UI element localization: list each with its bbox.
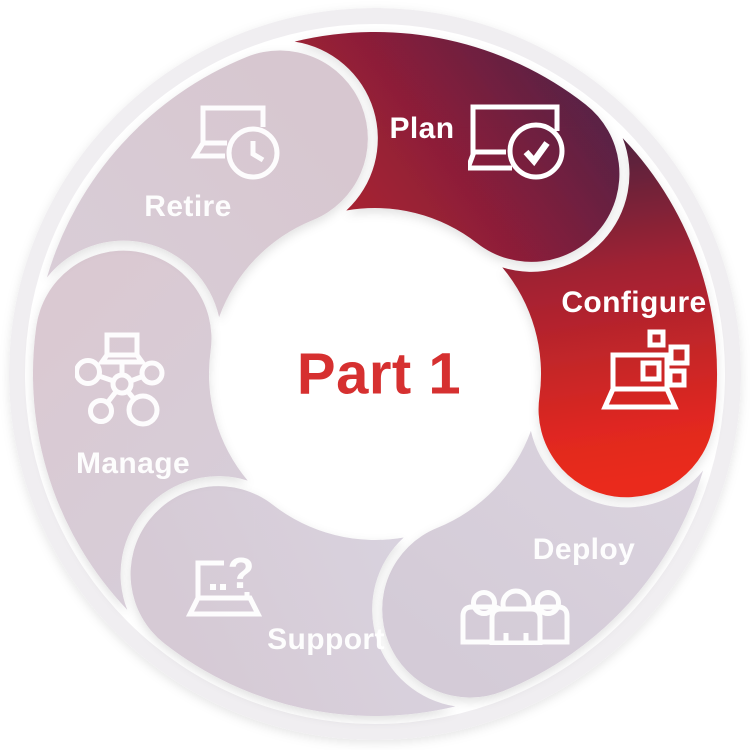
segment-label-manage: Manage [75, 447, 191, 480]
people-group-icon [460, 585, 570, 645]
laptop-check-icon [468, 104, 568, 188]
segment-label-deploy: Deploy [532, 533, 636, 566]
laptop-clock-icon [190, 103, 282, 181]
center-title: Part 1 [296, 341, 462, 407]
segment-label-support: Support [267, 623, 385, 656]
segment-plan-shape [294, 32, 620, 262]
segment-label-configure: Configure [561, 286, 707, 319]
segment-manage-shape [32, 250, 248, 610]
segment-retire-shape [46, 50, 368, 318]
laptop-squares-icon [599, 329, 691, 415]
laptop-network-icon [75, 330, 165, 430]
laptop-question-icon: ? [186, 548, 262, 618]
question-glyph: ? [228, 549, 255, 598]
segment-label-retire: Retire [144, 190, 232, 223]
segment-support-shape [130, 486, 456, 716]
segment-label-plan: Plan [389, 112, 455, 145]
